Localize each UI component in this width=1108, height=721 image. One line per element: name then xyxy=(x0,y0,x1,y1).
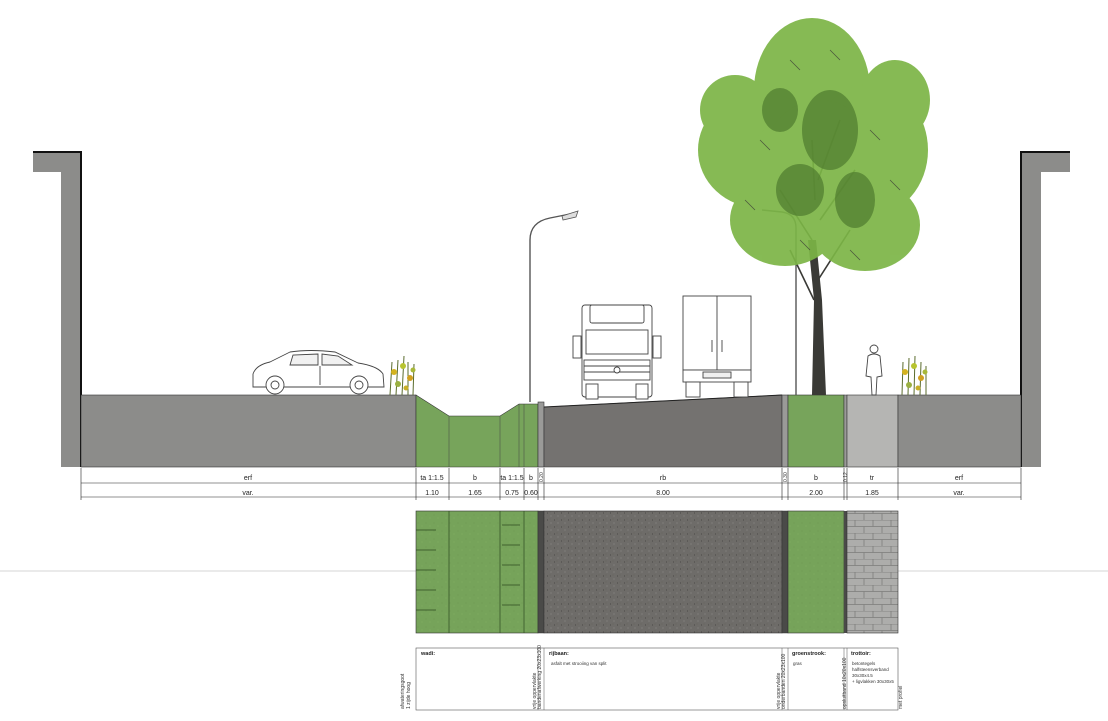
legend-trottoir-line-3: 30x30x4.5 xyxy=(852,673,873,678)
dim-trottoir: 1.85 xyxy=(865,490,879,497)
truck-front-illustration xyxy=(572,304,662,400)
label-rijbaan: rb xyxy=(660,475,666,482)
legend-rijbaan-text: asfalt met strooiing van split xyxy=(551,661,607,666)
dimension-lines xyxy=(80,468,1022,500)
dim-groenstrook: 2.00 xyxy=(809,490,823,497)
legend-vertical-4b: met profiel xyxy=(898,686,904,709)
left-erf-ground xyxy=(80,394,417,468)
legend-vertical-2a: bandenafwerking 20x23x100 xyxy=(537,645,543,709)
legend-table: wadi: rijbaan: asfalt met strooiing van … xyxy=(400,645,904,711)
legend-trottoir-line-2: halfsteensverband xyxy=(852,667,889,672)
legend-vertical-1b: 1 zijde hoog xyxy=(406,682,412,709)
street-lamp-left xyxy=(529,210,579,402)
pedestrian-illustration xyxy=(865,344,883,396)
dim-kerb-sidewalk: 0.12 xyxy=(843,472,849,482)
ground-section xyxy=(80,394,1022,468)
shrub-left xyxy=(389,355,416,396)
label-bodem: b xyxy=(473,475,477,482)
dim-erf-right: var. xyxy=(953,490,964,497)
label-trottoir: tr xyxy=(870,475,875,482)
right-erf-ground xyxy=(897,394,1022,468)
label-erf-left: erf xyxy=(244,475,252,482)
legend-vertical-1a: afwateringsgoot xyxy=(400,673,406,709)
plan-sidewalk xyxy=(846,510,899,634)
tree-illustration xyxy=(698,18,930,395)
dimension-labels-row1: erf ta 1:1.5 b ta 1:1.5 b rb b tr erf xyxy=(244,475,963,482)
narrow-dimension-labels: 0.20 0.30 0.12 xyxy=(539,472,849,482)
legend-groenstrook-title: groenstrook: xyxy=(792,651,826,657)
car-illustration xyxy=(252,350,385,395)
legend-trottoir-line-4: + ligvlakken 30x30x5 xyxy=(852,679,894,684)
dim-berm: 0.60 xyxy=(524,490,538,497)
plan-green-strip xyxy=(787,510,845,634)
plan-view xyxy=(415,510,899,634)
legend-vertical-3a: onderbanden 20x23x100 xyxy=(781,653,787,709)
label-talud-right: ta 1:1.5 xyxy=(500,475,523,482)
dim-kerb-right: 0.30 xyxy=(783,472,789,482)
left-building-wall xyxy=(33,151,82,467)
right-kerb xyxy=(781,394,789,468)
label-erf-right: erf xyxy=(955,475,963,482)
left-kerb xyxy=(537,401,545,468)
plan-kerb-right xyxy=(781,510,789,634)
dim-talud-right: 0.75 xyxy=(505,490,519,497)
dim-rijbaan: 8.00 xyxy=(656,490,670,497)
legend-vertical-2b: vrije oppervlakte xyxy=(532,672,538,709)
right-building-wall xyxy=(1020,151,1070,467)
wadi-ground xyxy=(415,394,539,468)
plan-kerb-sidewalk xyxy=(844,511,847,633)
legend-wadi-title: wadi: xyxy=(420,651,435,657)
road-ground xyxy=(543,394,783,468)
label-talud-left: ta 1:1.5 xyxy=(420,475,443,482)
shrub-right xyxy=(901,355,928,396)
sidewalk-ground xyxy=(846,394,899,468)
legend-rijbaan-title: rijbaan: xyxy=(549,651,569,657)
dim-talud-left: 1.10 xyxy=(425,490,439,497)
dim-erf-left: var. xyxy=(242,490,253,497)
legend-trottoir-title: trottoir: xyxy=(851,651,871,657)
legend-trottoir-line-1: betontegels xyxy=(852,661,876,666)
label-berm: b xyxy=(529,475,533,482)
plan-kerb-left xyxy=(537,510,545,634)
plan-wadi xyxy=(415,510,539,634)
legend-groenstrook-text: gras xyxy=(793,661,803,666)
legend-vertical-3b: vrije oppervlakte xyxy=(776,672,782,709)
dim-bodem: 1.65 xyxy=(468,490,482,497)
truck-rear-illustration xyxy=(682,295,752,398)
green-strip-ground xyxy=(787,394,845,468)
dimension-labels-row2: var. 1.10 1.65 0.75 0.60 8.00 2.00 1.85 … xyxy=(242,490,964,497)
dim-kerb-left: 0.20 xyxy=(539,472,545,482)
label-groenstrook: b xyxy=(814,475,818,482)
legend-vertical-4a: opsluitband 10x20x100 xyxy=(842,657,848,709)
plan-road xyxy=(543,510,783,634)
